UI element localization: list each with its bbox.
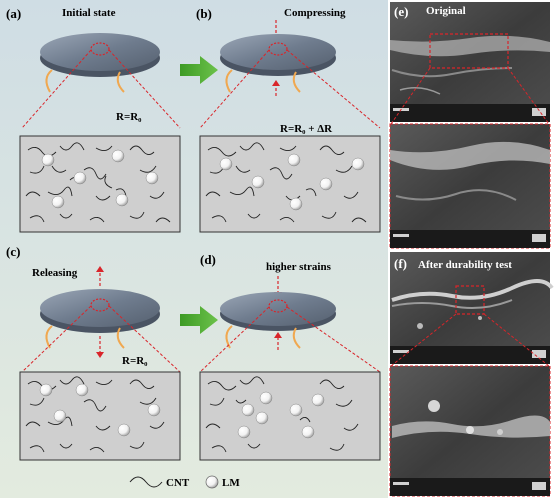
disk-b xyxy=(220,34,336,93)
sem-e-zoom xyxy=(389,123,551,249)
legend-lm-label: LM xyxy=(222,477,240,489)
green-arrow-cd xyxy=(180,306,218,334)
disk-c xyxy=(40,289,160,349)
panel-d-title: higher strains xyxy=(266,261,332,273)
panel-e-label: (e) xyxy=(394,4,408,19)
disk-a xyxy=(40,33,160,93)
sem-e-overview xyxy=(390,2,550,122)
panel-c-resistance: R=R₀ xyxy=(122,355,148,367)
sem-f-roi-box xyxy=(455,285,485,315)
inset-a xyxy=(19,135,181,233)
panel-f-title: After durability test xyxy=(418,259,512,271)
panel-e-title: Original xyxy=(426,5,466,17)
panel-b-title: Compressing xyxy=(284,7,346,19)
sem-f-zoom xyxy=(389,365,551,497)
panel-d-label: (d) xyxy=(200,252,216,267)
green-arrow-ab xyxy=(180,56,218,84)
panel-a-resistance: R=R₀ xyxy=(116,111,142,123)
panel-a-title: Initial state xyxy=(62,7,116,19)
inset-b xyxy=(199,135,381,233)
legend-cnt-icon xyxy=(129,476,163,488)
panel-a-label: (a) xyxy=(6,6,21,21)
legend-cnt-label: CNT xyxy=(166,477,190,489)
legend-lm-icon xyxy=(205,475,219,489)
inset-d xyxy=(199,371,381,461)
inset-c xyxy=(19,371,181,461)
panel-b-resistance: R=R₀ + ΔR xyxy=(280,123,333,135)
panel-c-label: (c) xyxy=(6,244,20,259)
disk-d xyxy=(220,292,336,349)
panel-c-title: Releasing xyxy=(32,267,78,279)
sem-e-roi-box xyxy=(429,33,509,69)
panel-f-label: (f) xyxy=(394,256,407,271)
panel-b-label: (b) xyxy=(196,6,212,21)
